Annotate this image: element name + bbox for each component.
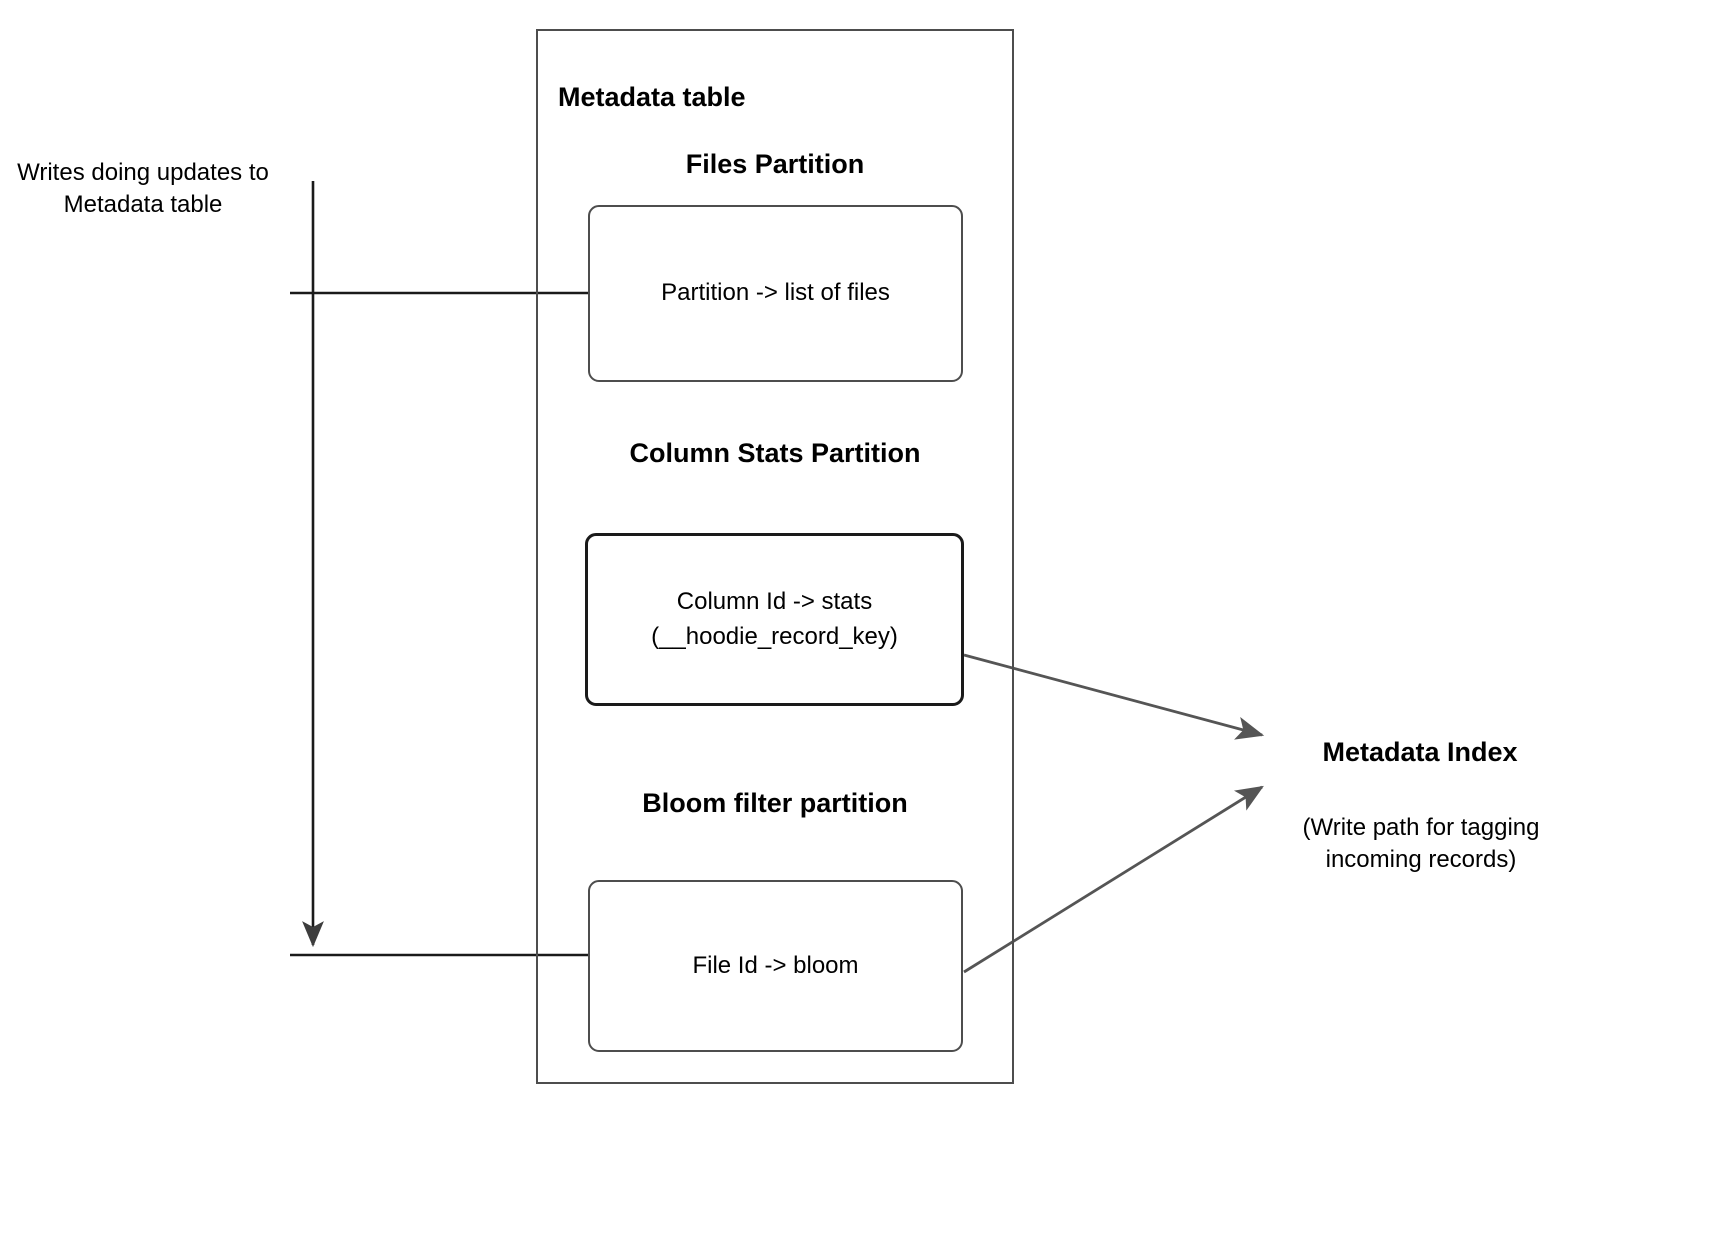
writes-updates-label: Writes doing updates to Metadata table — [17, 159, 276, 218]
bloom-filter-partition-heading: Bloom filter partition — [642, 788, 908, 818]
metadata-table-title: Metadata table — [558, 82, 746, 112]
bloom-filter-partition-box-label: File Id -> bloom — [692, 951, 859, 979]
metadata-index-caption: (Write path for tagging incoming records… — [1302, 814, 1547, 873]
metadata-table-container — [536, 29, 1014, 1084]
bloom-filter-partition-box: File Id -> bloom — [588, 880, 963, 1052]
files-partition-heading: Files Partition — [685, 149, 865, 179]
files-partition-box: Partition -> list of files — [588, 205, 963, 382]
column-stats-partition-box: Column Id -> stats (__hoodie_record_key) — [585, 533, 964, 706]
column-stats-partition-heading: Column Stats Partition — [629, 438, 921, 468]
column-stats-partition-box-label: Column Id -> stats (__hoodie_record_key) — [651, 588, 898, 650]
metadata-index-title: Metadata Index — [1322, 737, 1518, 767]
files-partition-box-label: Partition -> list of files — [661, 279, 890, 307]
